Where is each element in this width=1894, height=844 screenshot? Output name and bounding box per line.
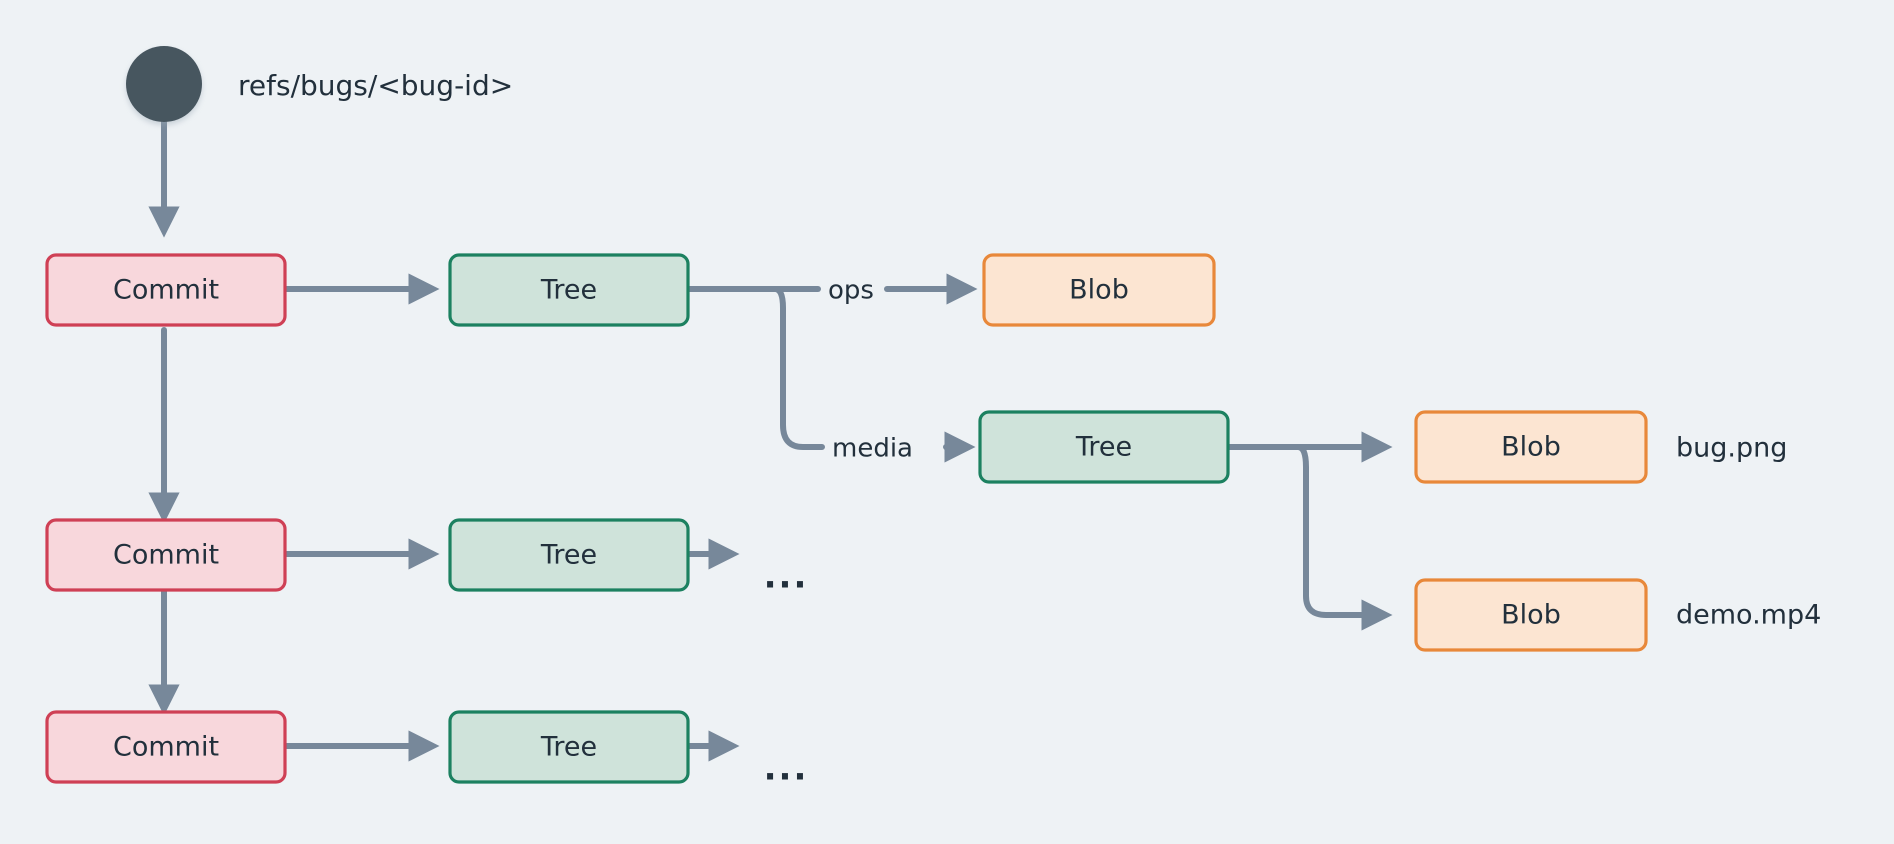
node-commit-1[interactable]: Commit	[45, 253, 287, 327]
commit-2-label: Commit	[113, 540, 219, 571]
ref-label: refs/bugs/<bug-id>	[238, 69, 513, 102]
connector-tree1-branch-media	[772, 286, 825, 450]
connector-treemedia-to-blob-mp4	[1295, 444, 1393, 631]
node-tree-1[interactable]: Tree	[448, 253, 690, 327]
ref-dot-icon	[126, 46, 202, 122]
node-tree-media[interactable]: Tree	[978, 410, 1230, 484]
commit-3-box[interactable]	[45, 710, 287, 784]
blob-mp4-box[interactable]	[1414, 578, 1648, 652]
commit-2-box[interactable]	[45, 518, 287, 592]
node-blob-ops[interactable]: Blob	[982, 253, 1216, 327]
tree-2-label: Tree	[540, 540, 597, 571]
node-commit-2[interactable]: Commit	[45, 518, 287, 592]
blob-png-label: Blob	[1501, 432, 1561, 463]
tree-3-box[interactable]	[448, 710, 690, 784]
tree-1-box[interactable]	[448, 253, 690, 327]
tree-2-box[interactable]	[448, 518, 690, 592]
ellipsis-row2: ...	[764, 557, 809, 597]
blob-mp4-label: Blob	[1501, 600, 1561, 631]
node-commit-3[interactable]: Commit	[45, 710, 287, 784]
tree-3-label: Tree	[540, 732, 597, 763]
node-tree-2[interactable]: Tree	[448, 518, 690, 592]
commit-1-box[interactable]	[45, 253, 287, 327]
tree-media-label: Tree	[1075, 432, 1132, 463]
commit-3-label: Commit	[113, 732, 219, 763]
blob-ops-box[interactable]	[982, 253, 1216, 327]
node-blob-png[interactable]: Blob	[1414, 410, 1648, 484]
node-tree-3[interactable]: Tree	[448, 710, 690, 784]
edge-label-media: media	[832, 434, 913, 464]
edge-label-ops: ops	[828, 276, 874, 306]
ellipsis-row3: ...	[764, 749, 809, 789]
blob-ops-label: Blob	[1069, 275, 1129, 306]
tree-media-box[interactable]	[978, 410, 1230, 484]
node-blob-mp4[interactable]: Blob	[1414, 578, 1648, 652]
commit-1-label: Commit	[113, 275, 219, 306]
tree-1-label: Tree	[540, 275, 597, 306]
blob-png-box[interactable]	[1414, 410, 1648, 484]
side-label-demo-mp4: demo.mp4	[1676, 600, 1821, 631]
side-label-bug-png: bug.png	[1676, 433, 1787, 464]
